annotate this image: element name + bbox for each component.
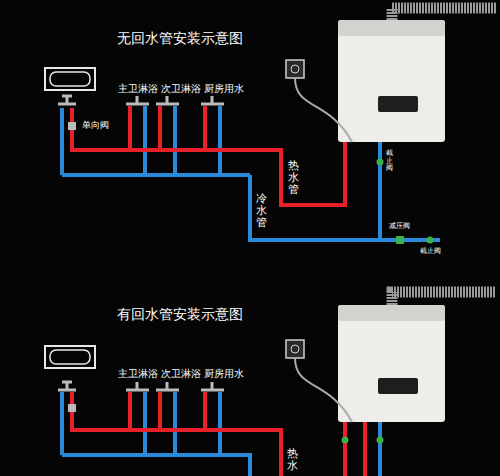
stop-valve <box>377 437 384 444</box>
fixture-label: 厨房用水 <box>204 368 244 380</box>
socket <box>291 345 299 353</box>
heater-display <box>378 378 418 394</box>
heater-display <box>378 96 418 112</box>
socket <box>291 65 299 73</box>
fixture-label: 次卫淋浴 <box>161 83 201 95</box>
water-heater <box>338 305 445 422</box>
bottom-diagram <box>45 292 496 476</box>
tub-faucet <box>58 96 76 104</box>
tub-faucet <box>58 382 76 390</box>
valve-label: 截止阀 <box>420 247 441 255</box>
flue-pipe <box>392 8 496 20</box>
bathtub-inner <box>50 72 90 86</box>
valve-label: 减压阀 <box>389 222 410 230</box>
diagram-heading: 无回水管安装示意图 <box>117 30 243 47</box>
heater-top <box>338 305 445 321</box>
power-cable <box>295 78 352 142</box>
fixture-label: 主卫淋浴 <box>118 83 158 95</box>
bathtub-inner <box>50 350 90 364</box>
stop-valve <box>342 437 349 444</box>
flue-pipe <box>392 292 496 305</box>
faucet <box>126 96 224 104</box>
valve-label: 单向阀 <box>82 120 109 131</box>
socket-box <box>286 340 304 358</box>
fixture-label: 厨房用水 <box>204 83 244 95</box>
fixture-label: 主卫淋浴 <box>118 368 158 380</box>
hot-pipe <box>72 106 345 205</box>
water-heater <box>338 20 445 142</box>
cold-pipe <box>62 106 440 240</box>
check-valve <box>68 122 76 130</box>
faucet <box>126 382 224 390</box>
hot-pipe <box>72 392 365 476</box>
pipe-label: 热水 <box>287 448 298 472</box>
pipe-label: 冷水管 <box>256 193 267 229</box>
reducing-valve <box>396 236 404 244</box>
top-diagram <box>45 8 496 244</box>
pipe-label: 热水管 <box>288 160 299 196</box>
check-valve <box>68 404 76 412</box>
fixture-label: 次卫淋浴 <box>161 368 201 380</box>
stop-valve <box>427 237 434 244</box>
stop-valve <box>377 159 384 166</box>
socket-box <box>286 60 304 78</box>
heater-top <box>338 20 445 36</box>
bathtub <box>45 68 95 90</box>
diagram-heading: 有回水管安装示意图 <box>117 306 243 323</box>
cold-pipe <box>62 392 380 476</box>
bathtub <box>45 346 95 368</box>
power-cable <box>295 358 352 422</box>
cold-pipe <box>60 108 64 175</box>
valve-label: 截止阀 <box>386 150 393 173</box>
